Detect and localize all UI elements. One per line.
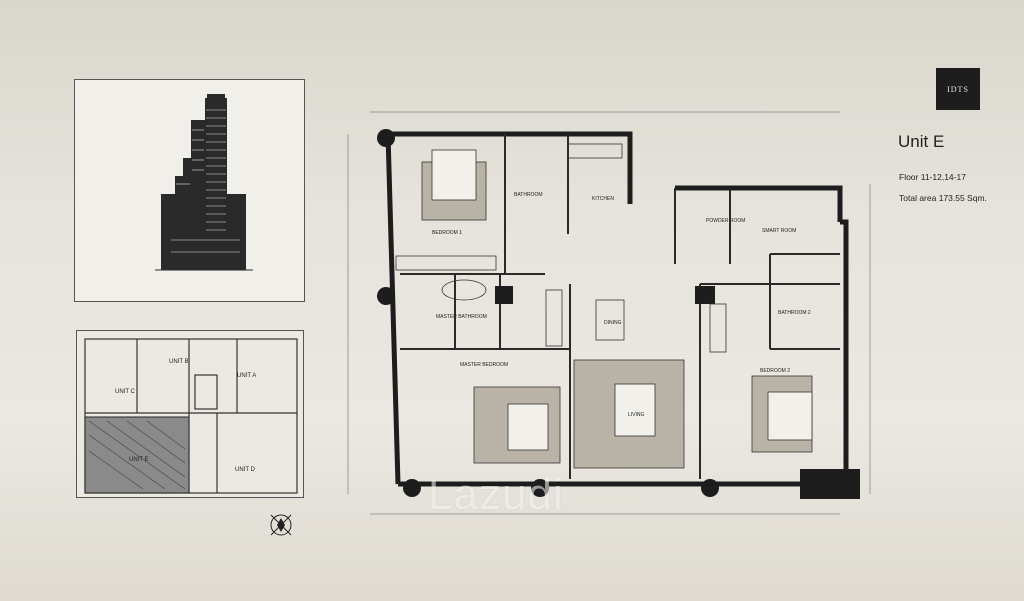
room-label-bathroom2: BATHROOM 2 bbox=[778, 310, 811, 316]
keyplan-label-unit-a: UNIT A bbox=[237, 373, 256, 379]
room-label-powder-room: POWDER ROOM bbox=[706, 218, 745, 224]
room-label-bedroom2: BEDROOM 2 bbox=[760, 368, 790, 374]
room-label-bathroom: BATHROOM bbox=[514, 192, 543, 198]
keyplan-label-unit-e: UNIT E bbox=[129, 457, 149, 463]
keyplan-label-unit-c: UNIT C bbox=[115, 389, 136, 395]
column-s2 bbox=[701, 479, 719, 497]
column-nw bbox=[377, 129, 395, 147]
unit-floor-info: Floor 11-12,14-17 bbox=[899, 172, 966, 182]
room-label-kitchen: KITCHEN bbox=[592, 196, 614, 202]
column-sw bbox=[403, 479, 421, 497]
column-s1 bbox=[531, 479, 549, 497]
balcony-block bbox=[800, 469, 860, 499]
key-plan-card: UNIT B UNIT C UNIT A UNIT D UNIT E bbox=[76, 330, 304, 498]
keyplan-label-unit-d: UNIT D bbox=[235, 467, 256, 473]
room-label-bedroom1: BEDROOM 1 bbox=[432, 230, 462, 236]
room-label-master-bedroom: MASTER BEDROOM bbox=[460, 362, 508, 368]
brand-logo-text: IDTS bbox=[947, 84, 969, 94]
keyplan-label-unit-b: UNIT B bbox=[169, 359, 189, 365]
room-label-living: LIVING bbox=[628, 412, 645, 418]
room-label-dining: DINING bbox=[604, 320, 622, 326]
unit-total-area: Total area 173.55 Sqm. bbox=[899, 193, 987, 203]
unit-floor-plan: BEDROOM 1 BATHROOM KITCHEN POWDER ROOM S… bbox=[347, 111, 871, 515]
column-w bbox=[377, 287, 395, 305]
key-plan-drawing: UNIT B UNIT C UNIT A UNIT D UNIT E bbox=[84, 338, 298, 494]
room-label-smart-room: SMART ROOM bbox=[762, 228, 796, 234]
building-elevation-card bbox=[74, 79, 305, 302]
north-arrow-icon bbox=[270, 514, 292, 536]
building-elevation-drawing bbox=[155, 94, 253, 271]
unit-title: Unit E bbox=[898, 132, 945, 151]
brand-logo: IDTS bbox=[936, 68, 980, 110]
room-label-master-bathroom: MASTER BATHROOM bbox=[436, 314, 487, 320]
